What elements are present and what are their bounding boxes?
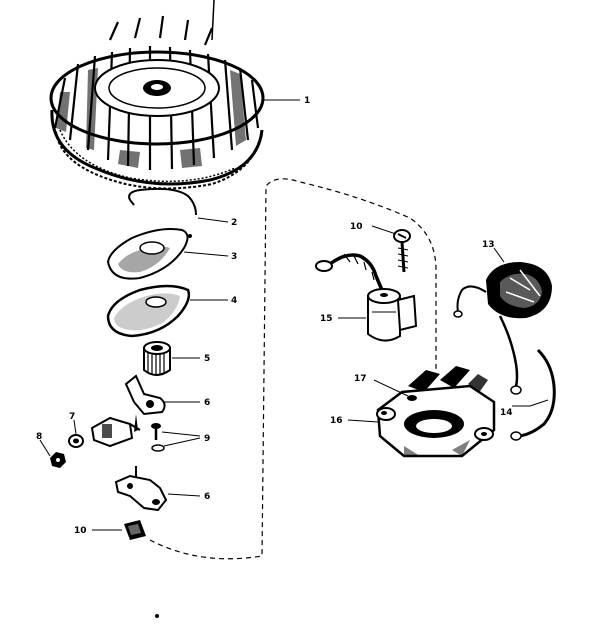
cam-bushing-part: 5 <box>143 341 210 376</box>
callout-6b: 6 <box>204 492 210 502</box>
armature-bracket-part: 17 16 <box>330 366 496 458</box>
callout-10b: 10 <box>350 222 363 232</box>
callout-15: 15 <box>320 314 333 324</box>
flywheel-part: 1 <box>49 0 310 190</box>
print-speck <box>155 614 159 618</box>
assembly-dashed-line <box>149 178 437 560</box>
callout-13: 13 <box>482 240 495 250</box>
callout-6a: 6 <box>204 398 210 408</box>
callout-14: 14 <box>500 408 513 418</box>
spring-clip-part: 2 <box>128 187 237 228</box>
callout-4: 4 <box>231 296 237 306</box>
callout-1: 1 <box>304 96 310 106</box>
callout-17: 17 <box>354 374 367 384</box>
condenser-screw-part: 10 <box>350 222 411 273</box>
callout-3: 3 <box>231 252 237 262</box>
cover-plate-part: 3 <box>106 228 237 280</box>
washer-part: 7 <box>68 412 84 448</box>
callout-5: 5 <box>204 354 210 364</box>
ground-wire-part: 14 <box>500 348 556 441</box>
screw-washer-part: 9 <box>151 423 210 452</box>
callout-16: 16 <box>330 416 343 426</box>
callout-7: 7 <box>69 412 75 422</box>
dust-cover-part: 4 <box>106 284 237 338</box>
base-plate-part: 6 <box>114 466 210 512</box>
nut-part: 8 <box>36 432 66 468</box>
callout-2: 2 <box>231 218 237 228</box>
condenser-part: 15 <box>315 253 418 342</box>
ignition-coil-part: 13 <box>453 240 552 395</box>
callout-8: 8 <box>36 432 42 442</box>
felt-wick-part: 10 <box>74 520 146 540</box>
callout-9: 9 <box>204 434 210 444</box>
breaker-arm-part: 6 <box>124 374 210 432</box>
breaker-bracket-part <box>90 416 141 448</box>
callout-10a: 10 <box>74 526 87 536</box>
